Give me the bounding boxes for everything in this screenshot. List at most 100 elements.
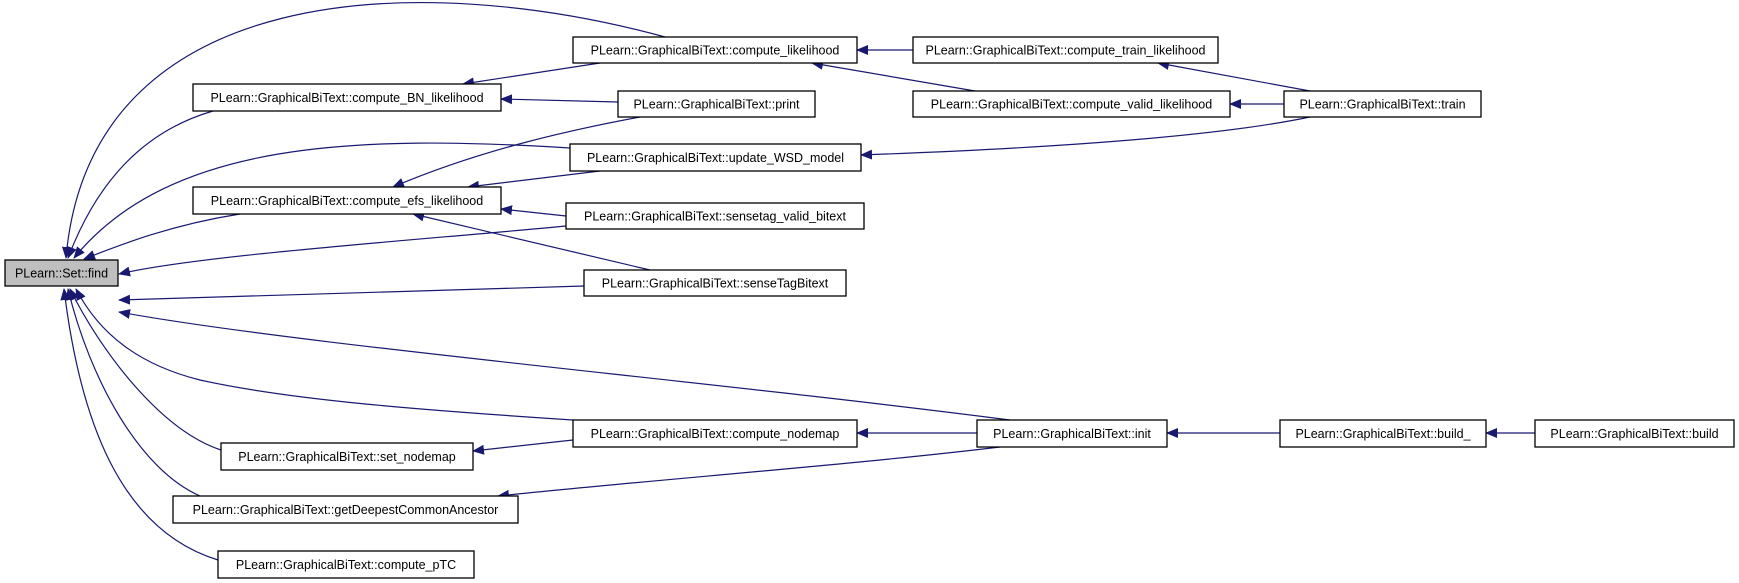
edge-line (500, 94, 619, 105)
node-label: PLearn::GraphicalBiText::compute_BN_like… (210, 91, 483, 105)
edge-compute_pTC-to-set_find (60, 288, 219, 561)
edge-print-to-compute_BN_likelihood (500, 94, 619, 105)
edge-senseTagBitext-to-set_find (118, 285, 585, 305)
node-box (976, 419, 1168, 448)
node-update-WSD-model[interactable]: PLearn::GraphicalBiText::update_WSD_mode… (569, 143, 862, 172)
node-compute-likelihood[interactable]: PLearn::GraphicalBiText::compute_likelih… (572, 36, 858, 64)
edge-update_WSD_model-to-compute_efs_likelihood (467, 170, 601, 191)
node-box (220, 442, 474, 471)
node-label: PLearn::GraphicalBiText::init (993, 427, 1151, 441)
node-box (4, 259, 119, 287)
node-senseTagBitext[interactable]: PLearn::GraphicalBiText::senseTagBitext (583, 269, 847, 297)
edge-train-to-compute_train_likelihood (1157, 60, 1311, 92)
edge-compute_BN_likelihood-to-set_find (67, 110, 214, 259)
node-box (217, 550, 475, 579)
edge-line (73, 142, 571, 259)
node-box (617, 90, 816, 118)
edge-line (497, 446, 1001, 500)
node-compute-valid-likelihood[interactable]: PLearn::GraphicalBiText::compute_valid_l… (912, 90, 1231, 118)
edge-line (75, 288, 574, 421)
edge-line (67, 110, 214, 259)
node-set-find[interactable]: PLearn::Set::find (4, 259, 119, 287)
node-compute-efs-likelihood[interactable]: PLearn::GraphicalBiText::compute_efs_lik… (192, 186, 502, 215)
node-label: PLearn::GraphicalBiText::update_WSD_mode… (587, 151, 844, 165)
edge-line (60, 288, 219, 561)
node-label: PLearn::GraphicalBiText::compute_valid_l… (931, 98, 1212, 112)
edge-line (811, 59, 976, 92)
node-box (1279, 419, 1487, 448)
node-box (912, 90, 1231, 118)
edge-sensetag_valid_bitext-to-compute_efs_likelihood (500, 205, 567, 217)
node-build-[interactable]: PLearn::GraphicalBiText::build_ (1279, 419, 1487, 448)
node-set-nodemap[interactable]: PLearn::GraphicalBiText::set_nodemap (220, 442, 474, 471)
edge-update_WSD_model-to-set_find (73, 142, 571, 259)
edge-compute_nodemap-to-set_find (75, 288, 574, 421)
node-compute-pTC[interactable]: PLearn::GraphicalBiText::compute_pTC (217, 550, 475, 579)
node-box (912, 36, 1219, 64)
node-compute-BN-likelihood[interactable]: PLearn::GraphicalBiText::compute_BN_like… (192, 83, 502, 112)
edge-compute_efs_likelihood-to-set_find (83, 213, 241, 260)
node-label: PLearn::GraphicalBiText::compute_train_l… (925, 44, 1205, 58)
edge-sensetag_valid_bitext-to-set_find (118, 225, 567, 277)
edge-line (118, 285, 585, 305)
edge-init-to-getDeepestCommonAncestor (497, 446, 1001, 500)
node-box (192, 186, 502, 215)
node-label: PLearn::GraphicalBiText::compute_efs_lik… (211, 194, 483, 208)
node-label: PLearn::GraphicalBiText::build_ (1295, 427, 1471, 441)
edge-line (500, 205, 567, 217)
edge-train-to-update_WSD_model (860, 116, 1311, 160)
node-label: PLearn::GraphicalBiText::sensetag_valid_… (584, 210, 846, 224)
edge-line (860, 116, 1311, 160)
edge-getDeepestCommonAncestor-to-set_find (65, 288, 201, 497)
node-label: PLearn::GraphicalBiText::compute_pTC (236, 558, 456, 572)
edge-init-to-set_find (118, 309, 1011, 421)
edge-line (118, 225, 567, 277)
node-box (569, 143, 862, 172)
edge-line (69, 288, 222, 451)
node-getDeepestCommonAncestor[interactable]: PLearn::GraphicalBiText::getDeepestCommo… (172, 495, 519, 524)
node-box (192, 83, 502, 112)
edge-set_nodemap-to-set_find (69, 288, 222, 451)
edge-line (65, 288, 201, 497)
node-box (565, 202, 865, 230)
edge-compute_nodemap-to-set_nodemap (472, 439, 574, 455)
node-sensetag-valid-bitext[interactable]: PLearn::GraphicalBiText::sensetag_valid_… (565, 202, 865, 230)
edge-line (1157, 60, 1311, 92)
node-init[interactable]: PLearn::GraphicalBiText::init (976, 419, 1168, 448)
node-print[interactable]: PLearn::GraphicalBiText::print (617, 90, 816, 118)
node-box (172, 495, 519, 524)
edge-line (462, 62, 601, 88)
edge-compute_valid_likelihood-to-compute_likelihood (811, 59, 976, 92)
node-compute-train-likelihood[interactable]: PLearn::GraphicalBiText::compute_train_l… (912, 36, 1219, 64)
node-box (1534, 419, 1735, 448)
node-label: PLearn::GraphicalBiText::set_nodemap (238, 450, 456, 464)
node-label: PLearn::GraphicalBiText::senseTagBitext (602, 277, 829, 291)
edge-line (392, 116, 641, 188)
edges-layer (60, 2, 1535, 561)
edge-line (472, 439, 574, 455)
edge-line (61, 2, 666, 259)
node-box (583, 269, 847, 297)
edge-line (83, 213, 241, 260)
node-train[interactable]: PLearn::GraphicalBiText::train (1283, 90, 1482, 118)
edge-print-to-compute_efs_likelihood (392, 116, 641, 188)
edge-line (118, 309, 1011, 421)
node-compute-nodemap[interactable]: PLearn::GraphicalBiText::compute_nodemap (572, 419, 858, 448)
node-label: PLearn::GraphicalBiText::compute_nodemap (591, 427, 840, 441)
node-label: PLearn::Set::find (15, 267, 108, 281)
node-label: PLearn::GraphicalBiText::train (1299, 98, 1465, 112)
node-label: PLearn::GraphicalBiText::build (1550, 427, 1718, 441)
node-box (572, 419, 858, 448)
node-box (1283, 90, 1482, 118)
edge-compute_likelihood-to-set_find (61, 2, 666, 259)
edge-line (467, 170, 601, 191)
node-label: PLearn::GraphicalBiText::getDeepestCommo… (193, 503, 499, 517)
edge-compute_likelihood-to-compute_BN_likelihood (462, 62, 601, 88)
edge-senseTagBitext-to-compute_efs_likelihood (412, 211, 651, 271)
nodes-layer: PLearn::Set::findPLearn::GraphicalBiText… (4, 36, 1735, 579)
edge-line (412, 211, 651, 271)
node-build[interactable]: PLearn::GraphicalBiText::build (1534, 419, 1735, 448)
node-label: PLearn::GraphicalBiText::compute_likelih… (591, 44, 840, 58)
node-box (572, 36, 858, 64)
